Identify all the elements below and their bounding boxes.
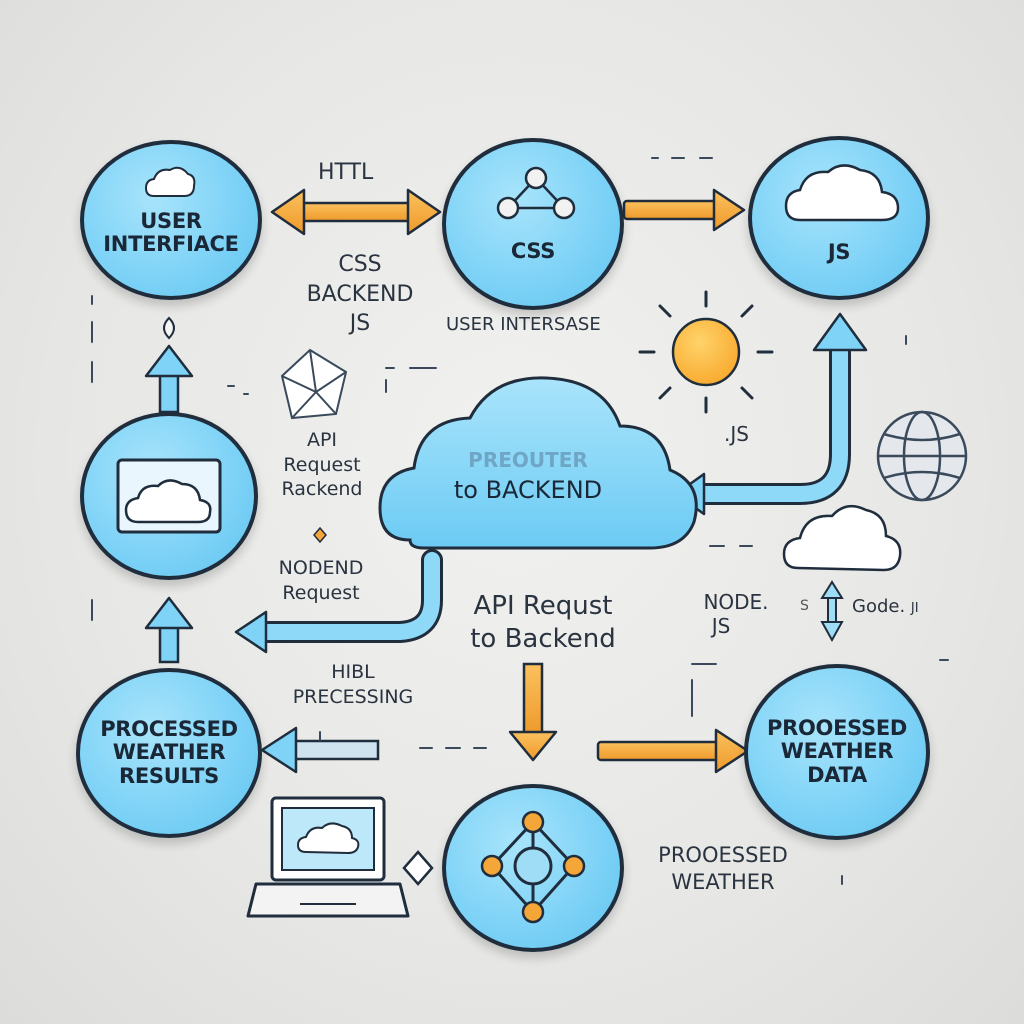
proessed-line2: WEATHER bbox=[671, 870, 775, 895]
image-cloud-node bbox=[80, 412, 258, 580]
api-request-rackend-label: API Request Rackend bbox=[262, 428, 382, 502]
api-rackend-line2: Request bbox=[283, 453, 361, 476]
data-line1: PROOESSED bbox=[767, 716, 907, 741]
node-js-line1: NODE. bbox=[703, 590, 769, 614]
laptop-icon bbox=[246, 796, 410, 918]
results-line2: WEATHER bbox=[112, 740, 226, 765]
gode-text: Gode. bbox=[852, 596, 906, 617]
dot-js-label: .JS bbox=[724, 422, 749, 446]
cloud-line2: to BACKEND bbox=[453, 476, 603, 504]
hibl-precessing-label: HIBL PRECESSING bbox=[268, 660, 438, 709]
graph-nodes-icon bbox=[480, 810, 586, 924]
api-backend-line2: to Backend bbox=[470, 623, 616, 654]
cloud-icon bbox=[784, 164, 900, 222]
cloud-line1: PREOUTER bbox=[468, 448, 588, 472]
nodend-line1: NODEND bbox=[278, 557, 364, 579]
nodend-line2: Request bbox=[282, 581, 360, 604]
processed-weather-data-node: PROOESSED WEATHER DATA bbox=[744, 664, 930, 840]
node-js-line2: JS bbox=[711, 614, 731, 638]
css-label: CSS bbox=[510, 239, 556, 264]
proessed-weather-label: PROOESSED WEATHER bbox=[638, 842, 808, 897]
node-js-label: NODE. JS bbox=[686, 590, 786, 638]
data-line3: DATA bbox=[807, 762, 867, 787]
up-arrow-ui bbox=[144, 316, 194, 414]
api-rackend-line3: Rackend bbox=[281, 478, 363, 501]
polyhedron-icon bbox=[280, 348, 348, 420]
s-mark: S bbox=[800, 598, 809, 614]
image-cloud-icon bbox=[116, 458, 222, 534]
gode-label: Gode. JI bbox=[852, 596, 919, 617]
left-arrow-results bbox=[260, 726, 380, 774]
gode-suffix: JI bbox=[910, 601, 919, 616]
nodend-request-label: NODEND Request bbox=[266, 556, 376, 605]
sun-icon bbox=[638, 290, 774, 414]
css-backend-js-line3: JS bbox=[349, 311, 371, 337]
css-node: CSS bbox=[442, 138, 624, 310]
central-cloud-shape bbox=[378, 376, 698, 550]
central-cloud-label: PREOUTER to BACKEND bbox=[398, 448, 658, 504]
js-node: JS bbox=[748, 136, 930, 300]
ui-css-arrow bbox=[270, 188, 442, 236]
network-nodes-icon bbox=[496, 166, 576, 220]
hibl-line2: PRECESSING bbox=[292, 685, 414, 708]
curved-arrow-left bbox=[234, 549, 443, 654]
css-backend-js-label: CSS BACKEND JS bbox=[290, 250, 430, 339]
htl-label: HTTL bbox=[318, 160, 374, 185]
user-interface-line1: USER bbox=[140, 208, 202, 233]
decorative-dashes bbox=[91, 157, 949, 885]
results-line1: PROCESSED bbox=[100, 717, 238, 742]
curved-arrow-up bbox=[674, 312, 868, 516]
js-label: JS bbox=[827, 240, 851, 265]
down-arrow-cloud bbox=[508, 662, 558, 762]
globe-icon bbox=[876, 410, 968, 502]
user-interface-node: USER INTERFIACE bbox=[80, 140, 262, 300]
processed-weather-results-node: PROCESSED WEATHER RESULTS bbox=[76, 668, 262, 838]
cloud-icon-right bbox=[782, 504, 902, 643]
cloud-icon bbox=[144, 166, 196, 197]
user-intersase-label: USER INTERSASE bbox=[446, 314, 601, 335]
api-rackend-line1: API bbox=[306, 429, 338, 451]
api-request-to-backend-label: API Requst to Backend bbox=[448, 590, 638, 655]
graph-nodes-node bbox=[442, 784, 624, 952]
proessed-line1: PROOESSED bbox=[658, 843, 788, 867]
data-line2: WEATHER bbox=[780, 739, 894, 764]
results-line3: RESULTS bbox=[119, 763, 219, 788]
right-arrow-data bbox=[596, 728, 750, 774]
css-backend-js-line2: BACKEND bbox=[306, 281, 414, 307]
hibl-line1: HIBL bbox=[331, 661, 375, 683]
small-diamond-icon bbox=[313, 526, 327, 544]
user-interface-line2: INTERFIACE bbox=[103, 232, 239, 256]
diamond-icon bbox=[402, 850, 434, 886]
css-backend-js-line1: CSS bbox=[338, 252, 382, 277]
css-js-arrow bbox=[622, 188, 746, 232]
api-backend-line1: API Requst bbox=[473, 591, 613, 621]
up-arrow-results bbox=[144, 596, 194, 664]
